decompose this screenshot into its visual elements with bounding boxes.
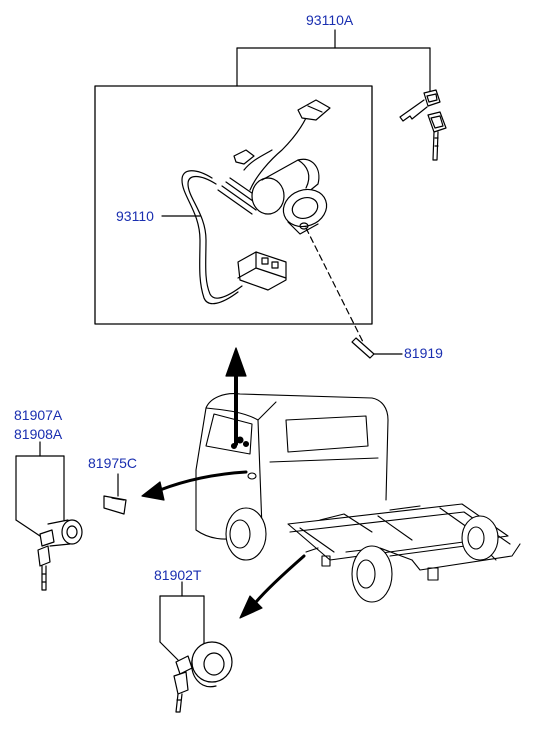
detail-frame: [94, 85, 373, 325]
callout-81975C[interactable]: 81975C: [88, 455, 138, 471]
leader-93110A: [236, 29, 431, 96]
fuel-cap-arrow-icon: [239, 554, 306, 619]
up-arrow-icon: [225, 347, 247, 446]
callout-93110[interactable]: 93110: [116, 208, 154, 224]
fuel-cap-icon: [173, 641, 233, 713]
screw-icon: [351, 337, 403, 359]
door-lock-cylinder-icon: [37, 519, 83, 591]
screw-axis-line: [305, 227, 365, 345]
leader-81902T: [159, 581, 205, 661]
callout-93110A[interactable]: 93110A: [306, 12, 354, 28]
callout-81919[interactable]: 81919: [404, 345, 443, 361]
ignition-switch-assembly: [181, 99, 331, 305]
retaining-clip-icon: [103, 473, 127, 515]
leader-81907A-81908A: [15, 441, 65, 537]
truck-illustration: [195, 393, 521, 603]
key-pair-icon: [399, 89, 447, 161]
clip-arrow-icon: [141, 470, 248, 501]
callout-81908A[interactable]: 81908A: [14, 426, 63, 442]
callout-81907A[interactable]: 81907A: [14, 407, 63, 423]
callout-81902T[interactable]: 81902T: [154, 567, 202, 583]
